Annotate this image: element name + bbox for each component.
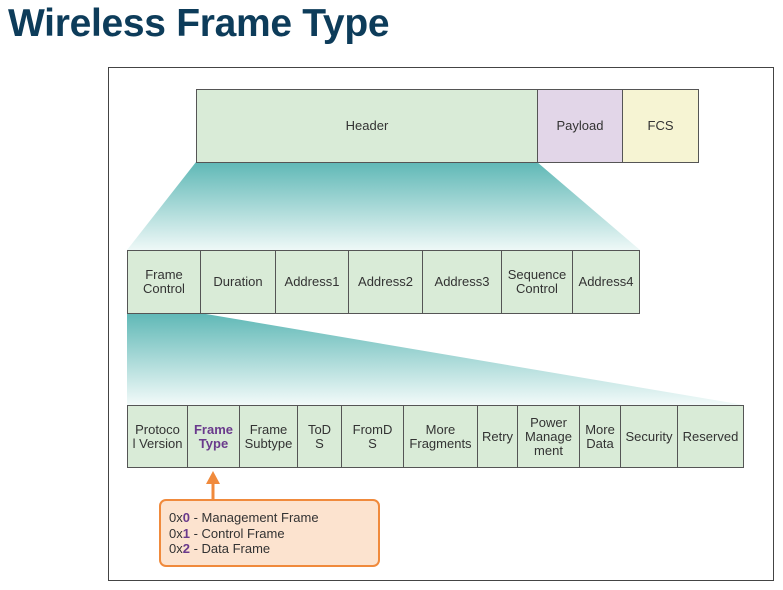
arrow-head-icon [206, 471, 220, 484]
power-management-label-line3: ment [534, 442, 563, 458]
frame-subtype-label-line2: Subtype [244, 435, 293, 451]
frame-subtype-label-line1: Frame [249, 421, 288, 437]
callout-line-control: 0x1 - Control Frame [169, 526, 378, 542]
address2-field: Address2 [348, 250, 423, 314]
header-label: Header [345, 118, 389, 133]
address4-label: Address4 [578, 274, 634, 289]
sequence-control-label-line2: Control [516, 281, 558, 296]
reserved-label: Reserved [682, 428, 739, 444]
power-management-label-line2: Manage [525, 428, 572, 444]
address3-label: Address3 [434, 274, 490, 289]
callout-line-management: 0x0 - Management Frame [169, 510, 378, 526]
security-label: Security [625, 428, 673, 444]
frame-control-expansion-funnel [127, 313, 744, 405]
frame-type-values-callout: 0x0 - Management Frame 0x1 - Control Fra… [159, 499, 380, 567]
duration-label: Duration [213, 274, 263, 289]
more-data-label-line1: More [585, 421, 615, 437]
frame-type-label-line2: Type [198, 435, 229, 451]
callout-line2-text: - Control Frame [189, 525, 285, 541]
callout-line1-prefix: 0x [169, 510, 183, 525]
duration-field: Duration [200, 250, 276, 314]
callout-line3-text: - Data Frame [189, 541, 271, 556]
frame-control-label-line1: Frame [145, 267, 183, 282]
fcs-field: FCS [622, 89, 699, 163]
callout-line-data: 0x2 - Data Frame [169, 541, 378, 557]
more-fragments-label-line1: More [425, 421, 456, 437]
header-expansion-funnel [127, 162, 640, 250]
callout-line2-code: 1 [182, 525, 190, 541]
protocol-version-label-line1: Protoco [135, 421, 180, 437]
fromds-label-line2: S [368, 435, 377, 451]
protocol-version-label-line2: l Version [132, 435, 183, 451]
address4-field: Address4 [572, 250, 640, 314]
address3-field: Address3 [422, 250, 502, 314]
payload-label: Payload [556, 118, 604, 133]
more-data-label-line2: Data [586, 435, 614, 451]
tods-label-line2: S [315, 435, 324, 451]
tods-label-line1: ToD [307, 421, 332, 437]
retry-label: Retry [481, 428, 514, 444]
frame-type-label-line1: Frame [193, 421, 234, 437]
callout-line3-prefix: 0x [169, 541, 183, 556]
callout-line2-prefix: 0x [169, 525, 183, 541]
callout-line1-text: - Management Frame [189, 510, 319, 525]
reserved-field: Reserved [677, 405, 744, 468]
fromds-label-line1: FromD [352, 421, 393, 437]
payload-field: Payload [537, 89, 623, 163]
address1-field: Address1 [275, 250, 349, 314]
retry-field: Retry [477, 405, 518, 468]
power-management-label-line1: Power [530, 414, 567, 430]
fcs-label: FCS [647, 118, 674, 133]
address1-label: Address1 [284, 274, 340, 289]
more-fragments-label-line2: Fragments [409, 435, 472, 451]
callout-line1-code: 0 [182, 510, 190, 525]
page-title: Wireless Frame Type [8, 2, 390, 45]
sequence-control-label-line1: Sequence [507, 267, 567, 282]
frame-control-label-line2: Control [143, 281, 185, 296]
callout-line3-code: 2 [182, 541, 190, 556]
address2-label: Address2 [358, 274, 413, 289]
